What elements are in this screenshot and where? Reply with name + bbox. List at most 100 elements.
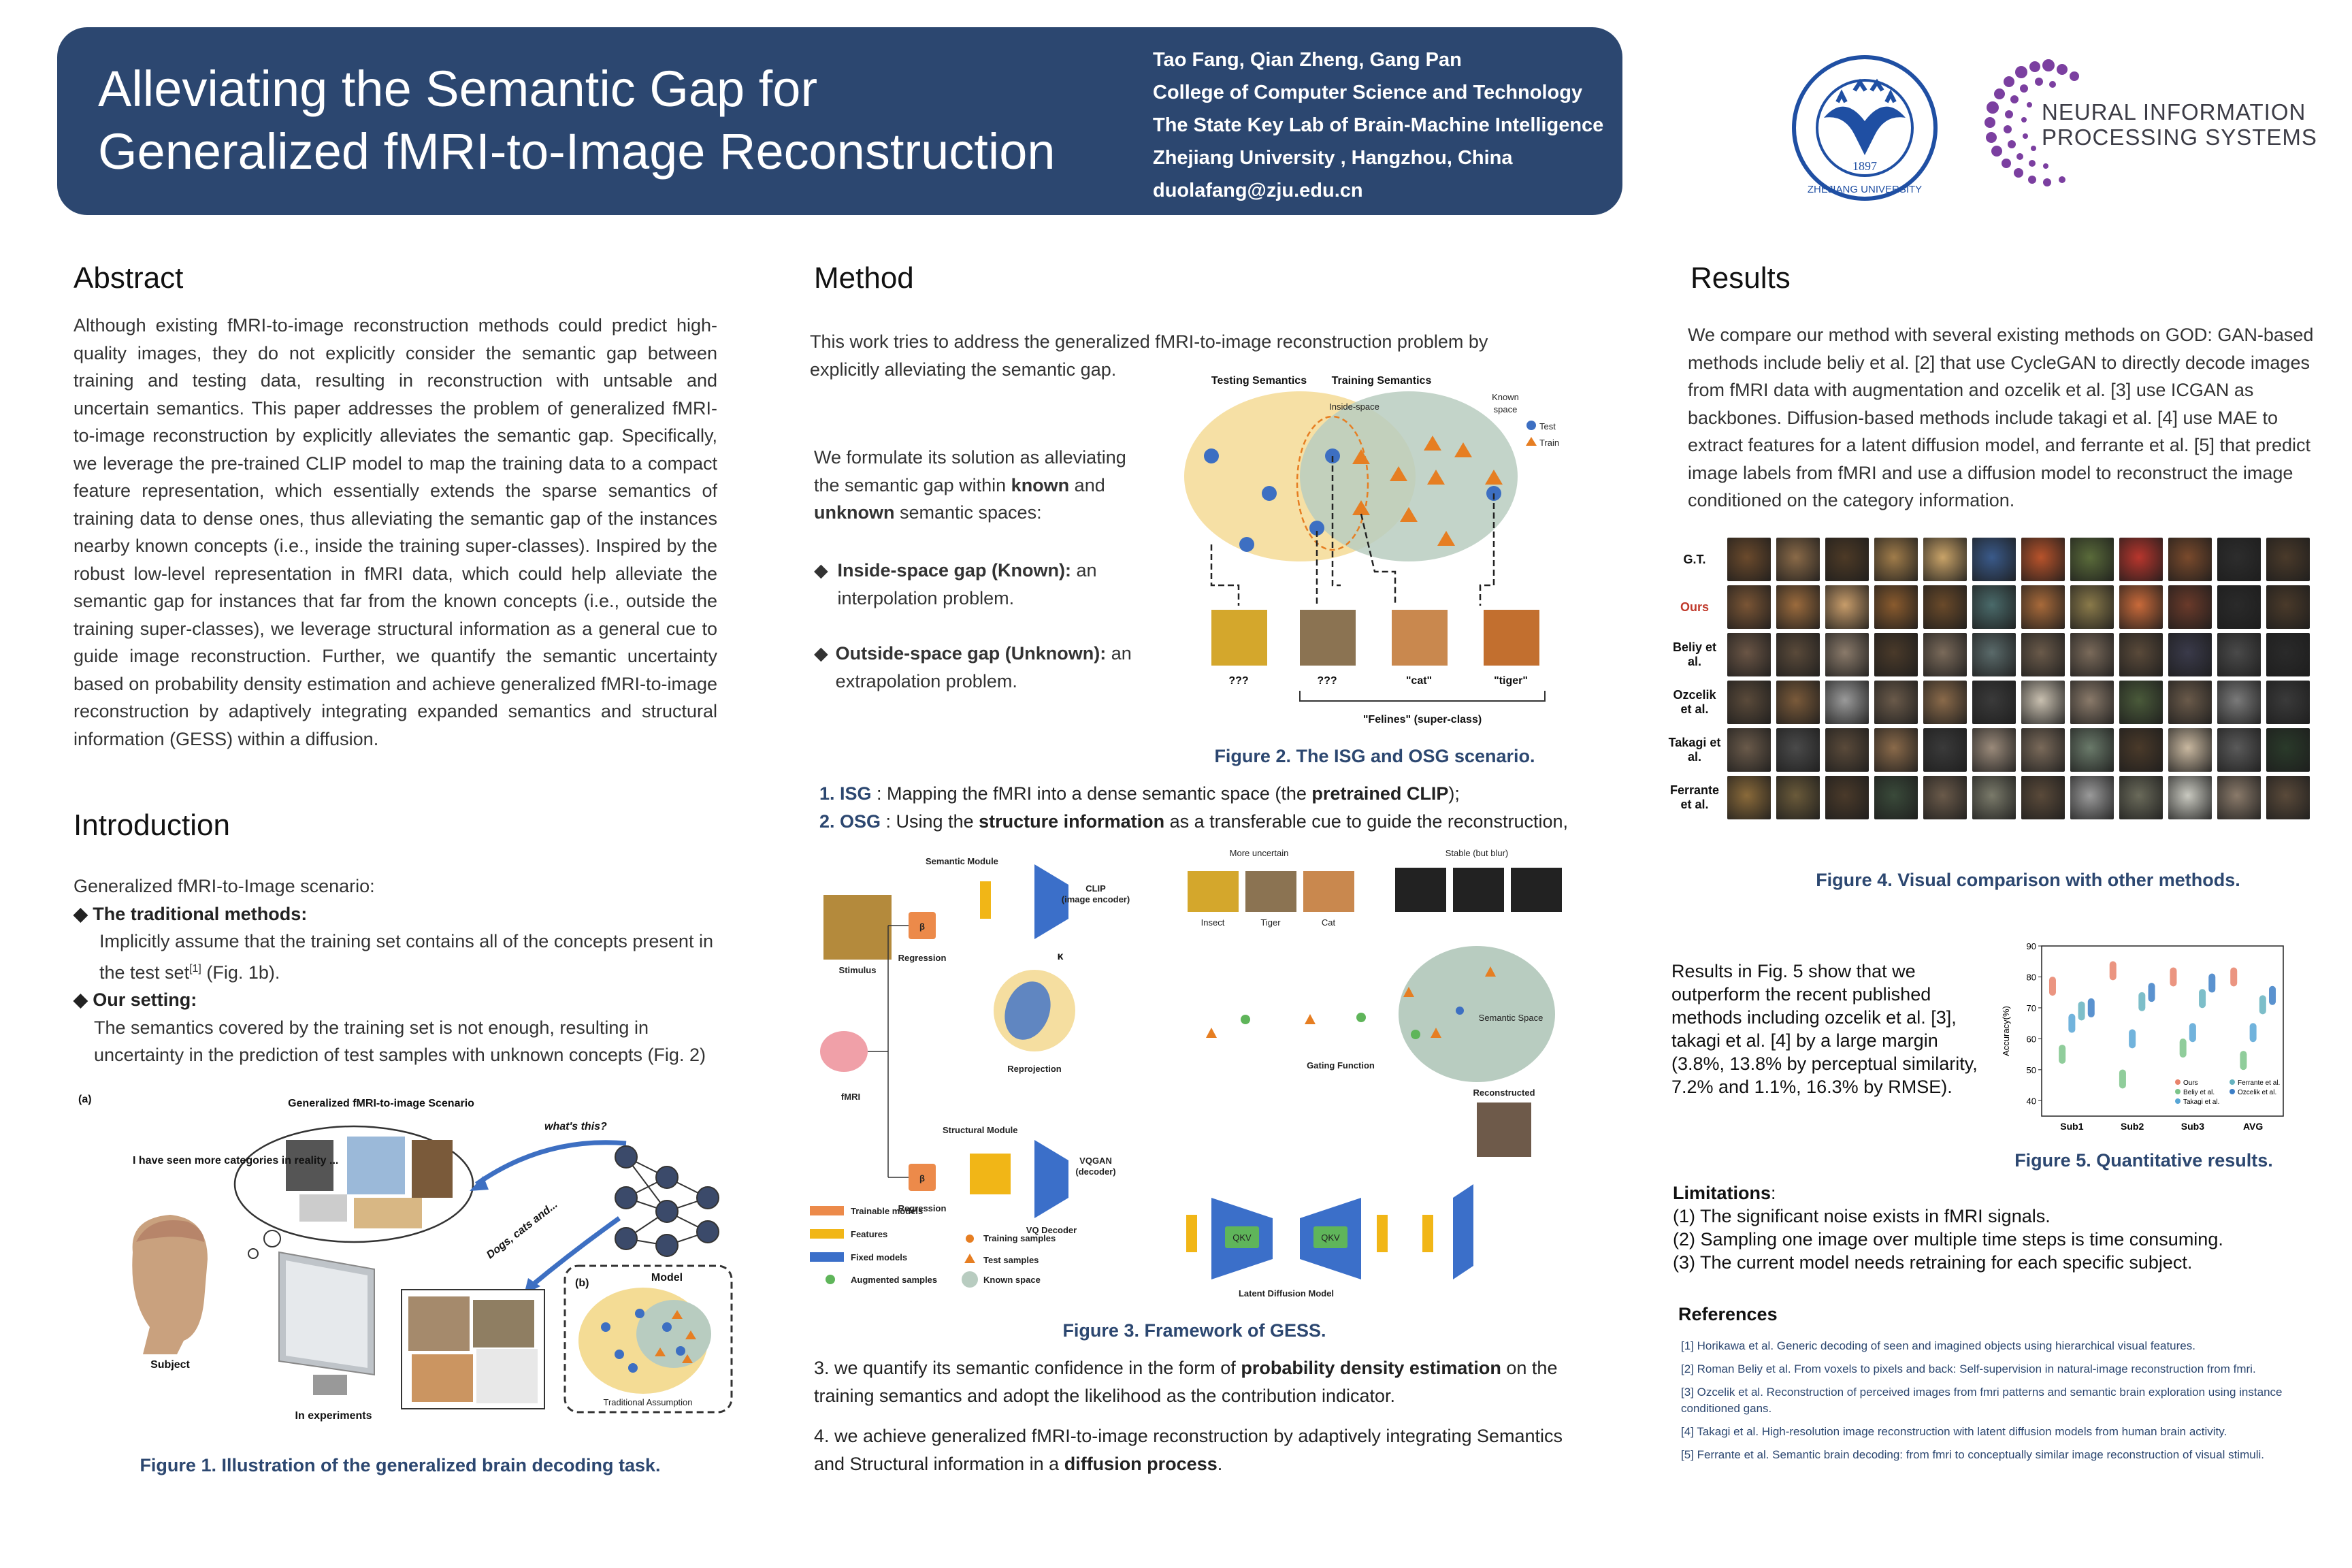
comparison-thumbnail xyxy=(2070,633,2114,676)
vq-decoder-label: VQ Decoder xyxy=(1026,1225,1077,1235)
whats-this-text: what's this? xyxy=(544,1121,607,1132)
step3-c: on the training semantics and adopt the … xyxy=(814,1358,1558,1406)
traditional-label: Traditional Assumption xyxy=(603,1397,692,1407)
step1-b: pretrained CLIP xyxy=(1311,783,1449,804)
comparison-thumbnail xyxy=(1874,728,1918,772)
neurips-line-1: NEURAL INFORMATION xyxy=(2042,99,2306,125)
thought-text: I have seen more categories in reality .… xyxy=(133,1155,338,1166)
references-list: [1] Horikawa et al. Generic decoding of … xyxy=(1681,1338,2328,1470)
y-axis-label: Accuracy(%) xyxy=(2001,1006,2011,1056)
clip-label-2: (image encoder) xyxy=(1062,894,1130,904)
svg-text:β: β xyxy=(919,921,925,932)
in-experiments-label: In experiments xyxy=(295,1410,372,1422)
ldm-label: Latent Diffusion Model xyxy=(1239,1288,1334,1298)
zju-logo: 1897 ZHEJIANG UNIVERSITY xyxy=(1792,55,1938,201)
our-setting-text: The semantics covered by the training se… xyxy=(94,1017,706,1066)
comparison-thumbnail xyxy=(2070,776,2114,819)
known-word: known xyxy=(1011,474,1070,495)
comparison-thumbnail xyxy=(1727,776,1771,819)
data-point xyxy=(2208,973,2216,993)
step1-num: 1. ISG xyxy=(819,783,872,804)
figure-4-caption: Figure 4. Visual comparison with other m… xyxy=(1816,870,2240,890)
y-tick-label: 80 xyxy=(2027,972,2036,982)
limitations-title: Limitations xyxy=(1673,1183,1771,1203)
affiliation-2: The State Key Lab of Brain-Machine Intel… xyxy=(1153,114,1604,136)
comparison-thumbnail xyxy=(1972,538,2016,581)
semantic-module-label: Semantic Module xyxy=(926,856,998,866)
cat-label: Cat xyxy=(1322,917,1336,928)
data-point xyxy=(2078,1001,2085,1021)
comparison-row: Beliy et al. xyxy=(1667,633,2321,676)
step2-num: 2. OSG xyxy=(819,811,881,832)
comparison-row-label: Ozcelik et al. xyxy=(1673,688,1716,716)
comparison-thumbnail xyxy=(1776,585,1820,629)
comparison-thumbnail xyxy=(1874,681,1918,724)
introduction-body: Generalized fMRI-to-Image scenario: ◆ Th… xyxy=(74,872,727,1069)
x-tick-label: Sub3 xyxy=(2181,1121,2204,1132)
method-intro: This work tries to address the generaliz… xyxy=(810,331,1488,380)
step-4: 4. we achieve generalized fMRI-to-image … xyxy=(814,1422,1569,1477)
clip-label: CLIP xyxy=(1085,883,1106,894)
fig1-label-a: (a) xyxy=(78,1094,92,1105)
limitation-3: (3) The current model needs retraining f… xyxy=(1673,1252,2193,1273)
neurips-logo-icon xyxy=(1984,59,2079,186)
known-space-label-1: Known xyxy=(1492,392,1519,402)
title-line-2: Generalized fMRI-to-Image Reconstruction xyxy=(98,123,1056,180)
authors: Tao Fang, Qian Zheng, Gang Pan xyxy=(1153,49,1462,71)
legend-known: Known space xyxy=(983,1275,1041,1285)
figure-1-caption: Figure 1. Illustration of the generalize… xyxy=(140,1455,661,1475)
affiliation-1: College of Computer Science and Technolo… xyxy=(1153,82,1583,103)
step1-c: ); xyxy=(1448,783,1460,804)
formulate-c: semantic spaces: xyxy=(894,502,1042,523)
data-point xyxy=(2048,977,2056,996)
arrow-dogs xyxy=(529,1216,621,1288)
comparison-thumbnail xyxy=(1776,681,1820,724)
comparison-thumbnail xyxy=(1727,633,1771,676)
title-line-1: Alleviating the Semantic Gap for xyxy=(98,61,818,117)
comparison-thumbnail xyxy=(2021,728,2065,772)
comparison-thumbnail xyxy=(1972,728,2016,772)
isg-text: an interpolation problem. xyxy=(837,560,1097,608)
comparison-thumbnail xyxy=(1727,728,1771,772)
comparison-thumbnail xyxy=(2217,538,2261,581)
subject-label: Subject xyxy=(150,1359,190,1371)
regression-label-2: Regression xyxy=(898,1203,947,1213)
osg-title: Outside-space gap (Unknown): xyxy=(835,643,1107,664)
fig1-heading: Generalized fMRI-to-image Scenario xyxy=(288,1098,474,1109)
data-point xyxy=(2179,1039,2187,1058)
diamond-bullet-icon: ◆ xyxy=(74,990,93,1010)
reference-5: [5] Ferrante et al. Semantic brain decod… xyxy=(1681,1448,2264,1461)
comparison-thumbnail xyxy=(1972,776,2016,819)
legend-train: Train xyxy=(1539,438,1559,448)
dogs-cats-text: Dogs, cats and... xyxy=(485,1198,560,1261)
x-tick-label: Sub2 xyxy=(2121,1121,2144,1132)
data-point xyxy=(2230,967,2238,987)
comparison-thumbnail xyxy=(1776,633,1820,676)
comparison-thumbnail xyxy=(2119,538,2163,581)
steps-1-2: 1. ISG : Mapping the fMRI into a dense s… xyxy=(819,780,1568,835)
comparison-thumbnail xyxy=(1776,728,1820,772)
chart-frame xyxy=(2041,945,2284,1117)
figure-3: Semantic Module Stimulus β Regression CL… xyxy=(810,848,1562,1298)
legend-label: Beliy et al. xyxy=(2183,1089,2215,1096)
vqgan-label-2: (decoder) xyxy=(1075,1166,1115,1177)
reference-1: [1] Horikawa et al. Generic decoding of … xyxy=(1681,1339,2195,1352)
reference-2: [2] Roman Beliy et al. From voxels to pi… xyxy=(1681,1362,2256,1375)
comparison-thumbnail xyxy=(1972,681,2016,724)
thought-cloud xyxy=(233,1125,474,1259)
figure-3-caption: Figure 3. Framework of GESS. xyxy=(1062,1320,1326,1341)
fmri-label: fMRI xyxy=(841,1092,860,1102)
comparison-thumbnail xyxy=(1923,681,1967,724)
comparison-thumbnail xyxy=(1825,681,1869,724)
comparison-thumbnail xyxy=(1923,585,1967,629)
data-point xyxy=(2148,983,2155,1002)
comparison-thumbnail xyxy=(2266,776,2310,819)
svg-text:β: β xyxy=(919,1173,925,1183)
fig2-tiger: "tiger" xyxy=(1494,675,1528,687)
comparison-thumbnail xyxy=(1776,776,1820,819)
data-point xyxy=(2189,1023,2196,1043)
comparison-thumbnail xyxy=(1825,728,1869,772)
figure-2: Testing Semantics Training Semantics Ins… xyxy=(1184,375,1559,725)
legend-swatch xyxy=(2175,1079,2180,1085)
comparison-thumbnail xyxy=(2266,538,2310,581)
